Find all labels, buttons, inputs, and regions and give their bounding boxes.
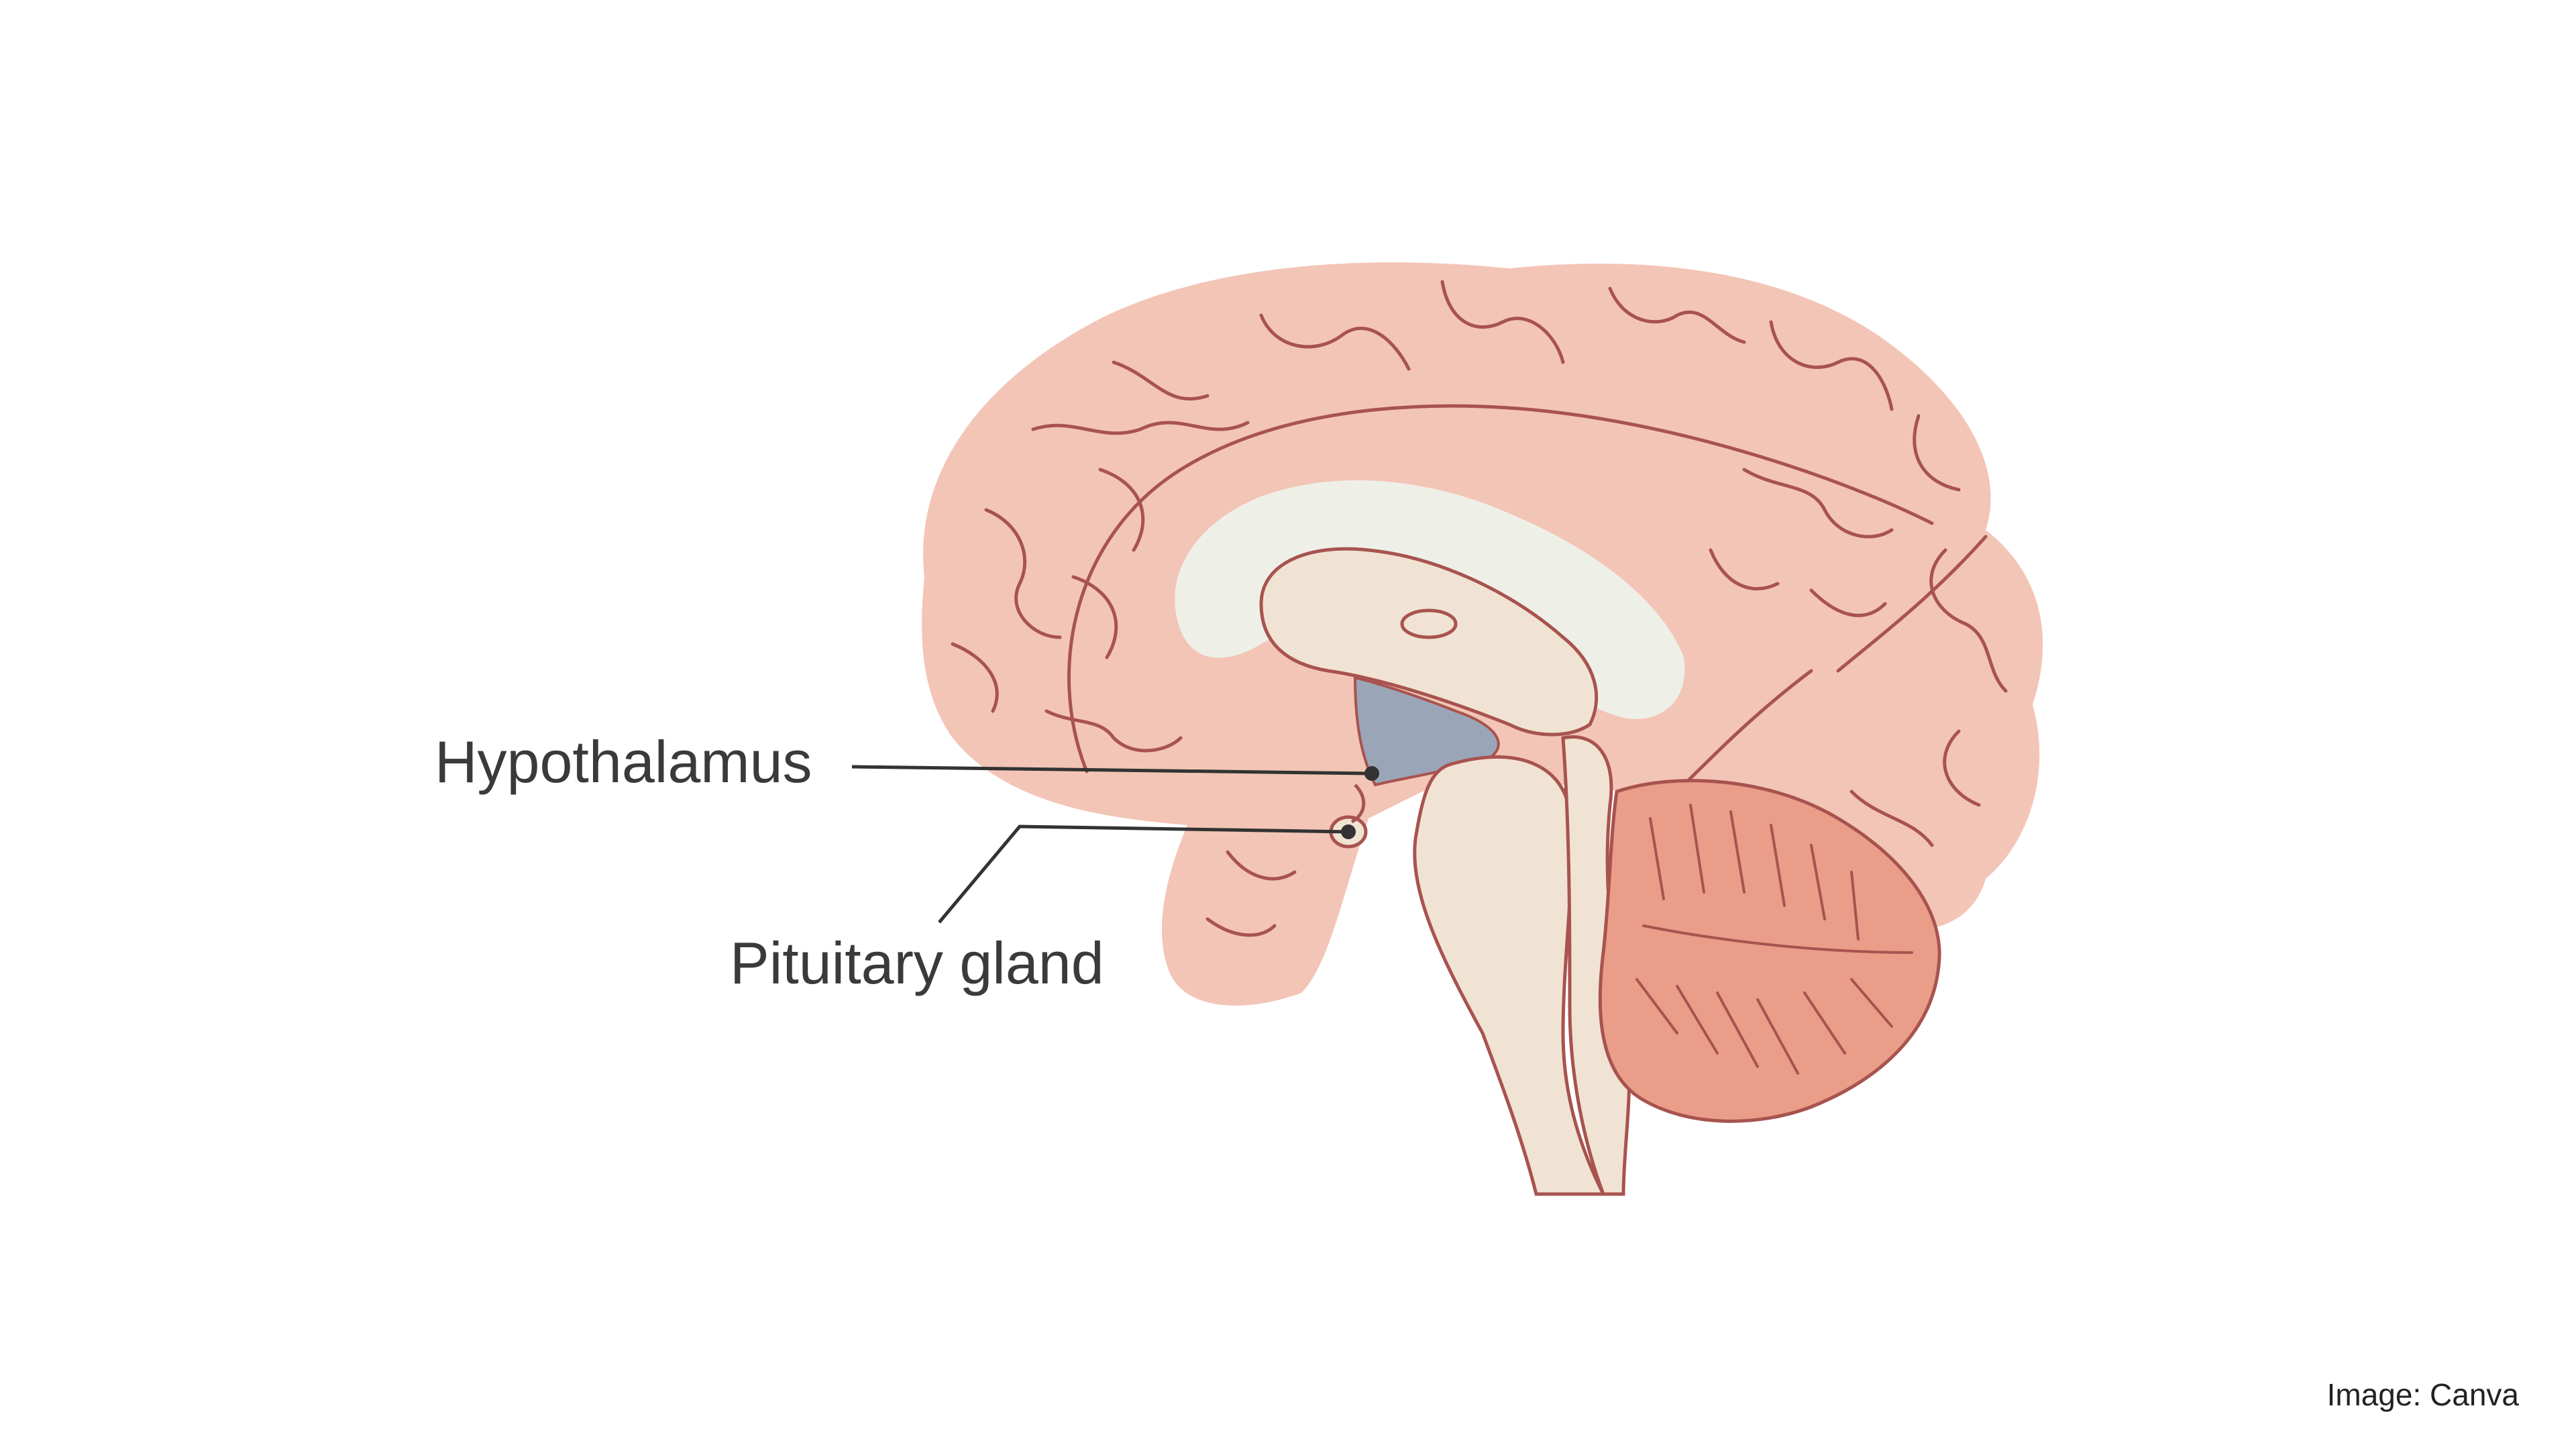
hypothalamus-label: Hypothalamus <box>435 729 812 795</box>
cerebellum-folia <box>1635 804 1913 1075</box>
thalamus <box>1259 547 1599 737</box>
hypothalamus-leader-line <box>851 765 1373 775</box>
pituitary-stalk <box>1350 784 1366 824</box>
cerebellum <box>1598 779 1941 1123</box>
interthalamic-adhesion <box>1400 608 1458 639</box>
pituitary-gland-label: Pituitary gland <box>730 930 1104 996</box>
pituitary-leader-line <box>938 824 1349 924</box>
brainstem-rear <box>1561 735 1631 1196</box>
image-credit: Image: Canva <box>2326 1377 2519 1412</box>
pituitary-leader-dot <box>1341 824 1356 839</box>
hypothalamus-leader-dot <box>1364 766 1379 781</box>
cerebrum-gyri <box>951 280 2008 937</box>
